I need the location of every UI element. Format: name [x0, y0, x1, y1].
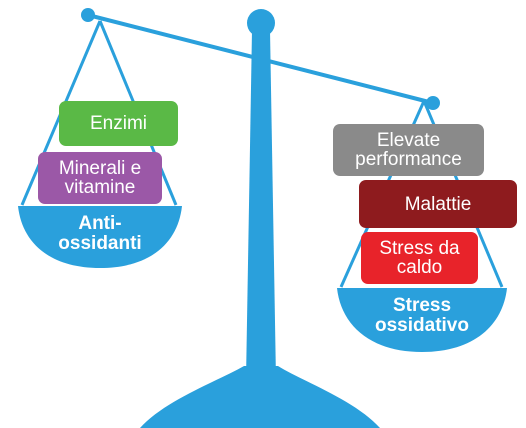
- beam-end-left: [81, 8, 95, 22]
- minerali-label-line1: Minerali e: [58, 158, 142, 179]
- minerali-vitamine-box: Minerali e vitamine: [38, 152, 162, 204]
- enzimi-box: Enzimi: [59, 101, 178, 146]
- antiossidanti-label: Anti- ossidanti: [40, 214, 160, 254]
- malattie-label: Malattie: [404, 193, 472, 215]
- beam-end-right: [426, 96, 440, 110]
- elevate-label-line1: Elevate: [376, 130, 441, 151]
- antiossidanti-line1: Anti-: [78, 213, 122, 234]
- stress-ossidativo-line2: ossidativo: [375, 314, 469, 336]
- stress-ossidativo-line1: Stress: [392, 295, 452, 316]
- stress-caldo-line2: caldo: [396, 257, 443, 278]
- antiossidanti-line2: ossidanti: [58, 232, 142, 254]
- malattie-box: Malattie: [359, 180, 517, 228]
- left-pan: [18, 206, 182, 268]
- stress-ossidativo-label: Stress ossidativo: [352, 296, 492, 336]
- stress-caldo-line1: Stress da: [379, 238, 460, 259]
- scale-base: [140, 366, 380, 428]
- pillar: [246, 30, 276, 380]
- enzimi-label: Enzimi: [89, 113, 147, 134]
- elevate-performance-box: Elevate performance: [333, 124, 484, 176]
- right-pan: [337, 288, 507, 352]
- stress-caldo-box: Stress da caldo: [361, 232, 478, 284]
- minerali-label-line2: vitamine: [64, 177, 136, 198]
- elevate-label-line2: performance: [355, 149, 462, 170]
